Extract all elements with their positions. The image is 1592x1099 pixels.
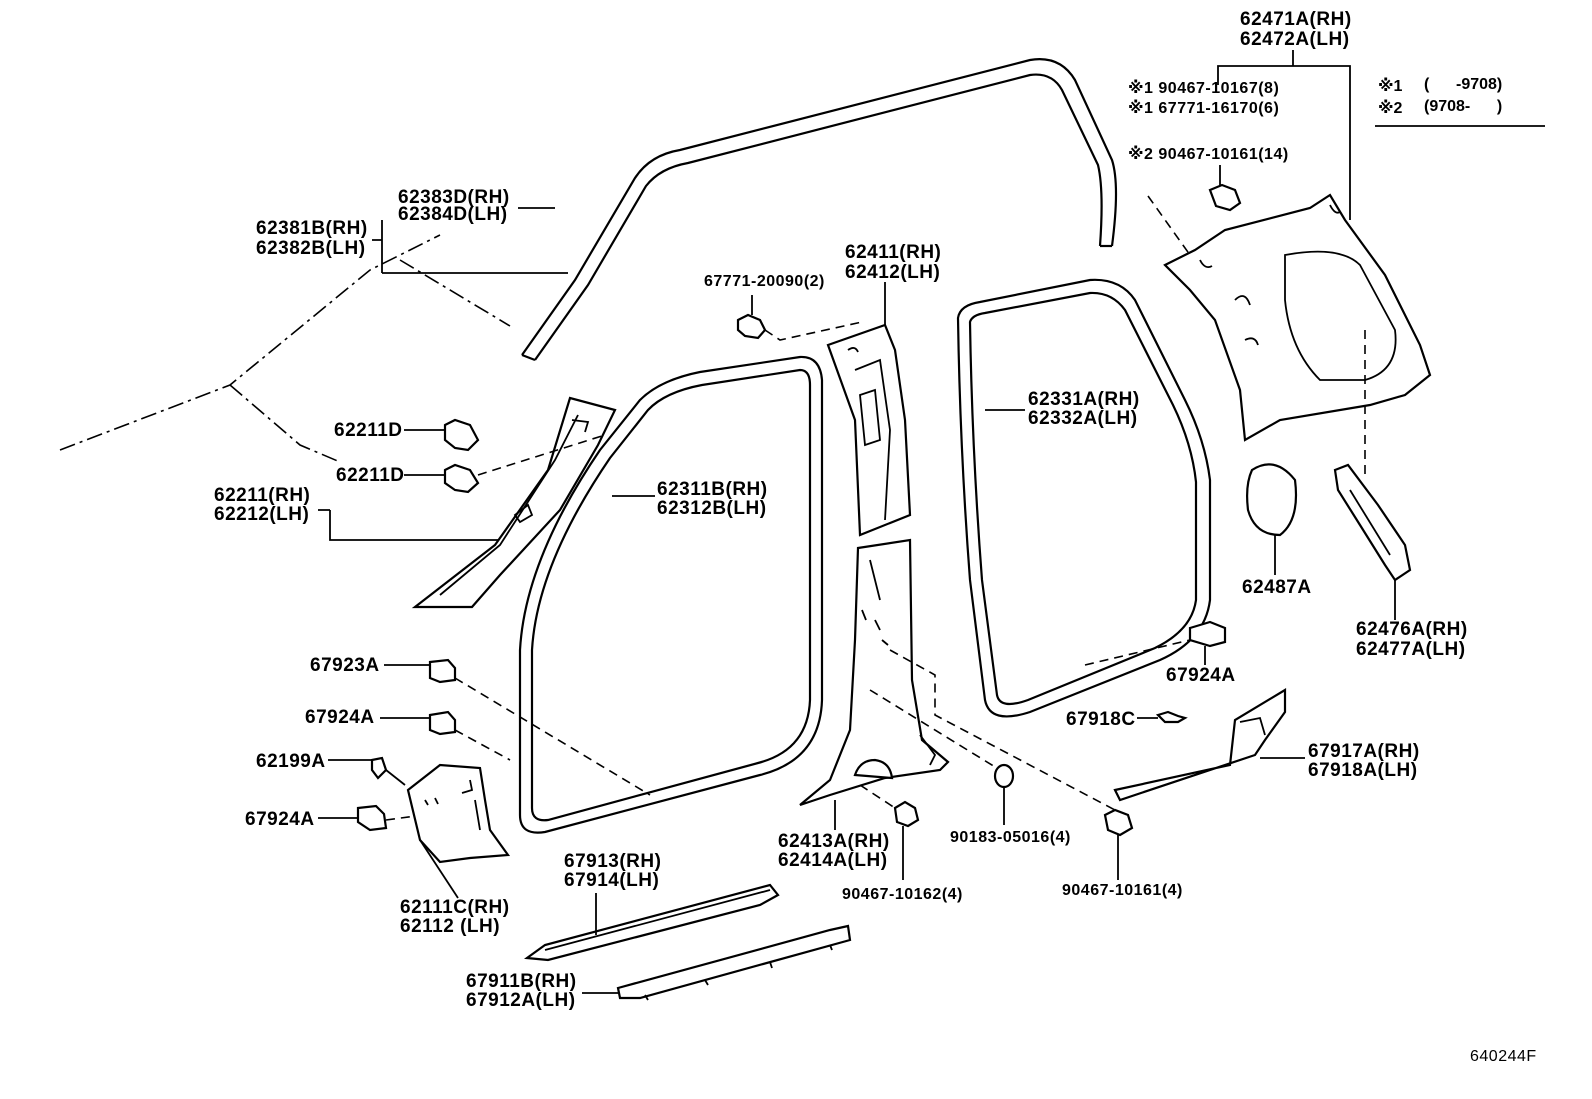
label-62199a: 62199A xyxy=(256,751,326,772)
label-clip-s1-a: ※1 90467-10167(8) xyxy=(1128,80,1280,97)
label-67914: 67914(LH) xyxy=(564,870,660,891)
label-67918c: 67918C xyxy=(1066,709,1136,730)
center-pillar-lower-garnish[interactable] xyxy=(799,538,950,807)
label-62311b: 62311B(RH) xyxy=(657,479,768,500)
label-67911b: 67911B(RH) xyxy=(466,971,577,992)
legend-note1-mark: ※1 xyxy=(1378,78,1403,95)
center-pillar-upper-garnish[interactable] xyxy=(826,323,912,537)
front-step-plate[interactable] xyxy=(616,924,852,1001)
diagram-code: 640244F xyxy=(1470,1048,1537,1065)
rear-step-plate[interactable] xyxy=(1113,688,1287,802)
front-scuff-plate[interactable] xyxy=(523,883,780,962)
clip-67924a-2[interactable] xyxy=(356,804,388,832)
rear-door-opening-weatherstrip[interactable] xyxy=(956,278,1212,718)
dashdot-line-roof xyxy=(399,259,511,327)
clip-67924a-right[interactable] xyxy=(1188,620,1227,648)
leader-62111c xyxy=(419,839,459,899)
dash-90467-10162 xyxy=(859,784,896,809)
legend-note2-mark: ※2 xyxy=(1378,100,1403,117)
front-door-opening-weatherstrip[interactable] xyxy=(518,355,824,834)
label-67923a: 67923A xyxy=(310,655,380,676)
label-67924a-2: 67924A xyxy=(245,809,315,830)
label-62212: 62212(LH) xyxy=(214,504,310,525)
legend-note1-range: ( -9708) xyxy=(1424,76,1503,93)
dash-67924a-1 xyxy=(454,729,511,761)
label-62331a: 62331A(RH) xyxy=(1028,389,1140,410)
dash-lower-pillar-2 xyxy=(869,689,1001,771)
leader-roof-weatherstrip xyxy=(372,220,568,274)
clip-90467-10161-14[interactable] xyxy=(1208,183,1242,212)
cover-62487a[interactable] xyxy=(1246,463,1298,537)
label-62112: 62112 (LH) xyxy=(400,916,501,937)
label-67924a-1: 67924A xyxy=(305,707,375,728)
dash-quarter-clip xyxy=(1147,195,1191,256)
dash-67923a xyxy=(454,677,651,796)
label-62476a: 62476A(RH) xyxy=(1356,619,1468,640)
leader-62211 xyxy=(318,509,498,541)
plug-90183-05016[interactable] xyxy=(993,763,1015,789)
clip-67924a-1[interactable] xyxy=(428,710,457,736)
label-62487a: 62487A xyxy=(1242,577,1312,598)
label-67918a: 67918A(LH) xyxy=(1308,760,1418,781)
label-62332a: 62332A(LH) xyxy=(1028,408,1138,429)
quarter-trim-panel[interactable] xyxy=(1163,193,1432,442)
dashdot-line-lower xyxy=(229,384,341,463)
roof-weatherstrip[interactable] xyxy=(521,58,1118,362)
clip-62211d-a[interactable] xyxy=(404,418,480,452)
label-62382b: 62382B(LH) xyxy=(256,238,366,259)
dashdot-line-left xyxy=(59,234,441,451)
dash-rear-door-clip xyxy=(1084,639,1191,666)
label-62381b: 62381B(RH) xyxy=(256,218,368,239)
label-62111c: 62111C(RH) xyxy=(400,897,510,918)
label-90467-10162: 90467-10162(4) xyxy=(842,886,963,903)
label-clip-s1-b: ※1 67771-16170(6) xyxy=(1128,100,1280,117)
label-62477a: 62477A(LH) xyxy=(1356,639,1466,660)
leader-62199a xyxy=(328,759,406,786)
label-62411: 62411(RH) xyxy=(845,242,942,263)
label-62412: 62412(LH) xyxy=(845,262,941,283)
label-62471a: 62471A(RH) xyxy=(1240,9,1352,30)
clip-67771-20090[interactable] xyxy=(736,313,767,340)
quarter-strip-62476a[interactable] xyxy=(1333,463,1412,582)
label-62414a: 62414A(LH) xyxy=(778,850,888,871)
clip-67923a[interactable] xyxy=(428,658,457,684)
label-90183: 90183-05016(4) xyxy=(950,829,1071,846)
label-62211d-b: 62211D xyxy=(336,465,405,486)
label-67924a-right: 67924A xyxy=(1166,665,1236,686)
label-62413a: 62413A(RH) xyxy=(778,831,890,852)
cowl-side-trim[interactable] xyxy=(406,763,511,864)
label-90467-10161: 90467-10161(4) xyxy=(1062,882,1183,899)
label-67771-20090: 67771-20090(2) xyxy=(704,273,825,290)
clip-62211d-b[interactable] xyxy=(404,463,480,494)
clip-67918c[interactable] xyxy=(1155,710,1188,724)
label-67917a: 67917A(RH) xyxy=(1308,741,1420,762)
label-62211: 62211(RH) xyxy=(214,485,311,506)
clip-62199a[interactable] xyxy=(370,756,388,780)
label-67913: 67913(RH) xyxy=(564,851,662,872)
label-67912a: 67912A(LH) xyxy=(466,990,576,1011)
label-clip-s2: ※2 90467-10161(14) xyxy=(1128,146,1289,163)
dash-clip-to-garnish xyxy=(477,434,606,476)
front-pillar-garnish[interactable] xyxy=(411,396,617,609)
label-62472a: 62472A(LH) xyxy=(1240,29,1350,50)
label-62211d-a: 62211D xyxy=(334,420,403,441)
clip-90467-10162[interactable] xyxy=(893,800,920,828)
label-62384d: 62384D(LH) xyxy=(398,204,508,225)
label-62312b: 62312B(LH) xyxy=(657,498,767,519)
dash-pillar-clip xyxy=(764,321,863,341)
legend-note2-range: (9708- ) xyxy=(1424,98,1503,115)
leader-62471a xyxy=(1217,50,1351,220)
label-62383d: 62383D(RH) xyxy=(398,187,510,208)
clip-90467-10161-4[interactable] xyxy=(1103,808,1134,837)
